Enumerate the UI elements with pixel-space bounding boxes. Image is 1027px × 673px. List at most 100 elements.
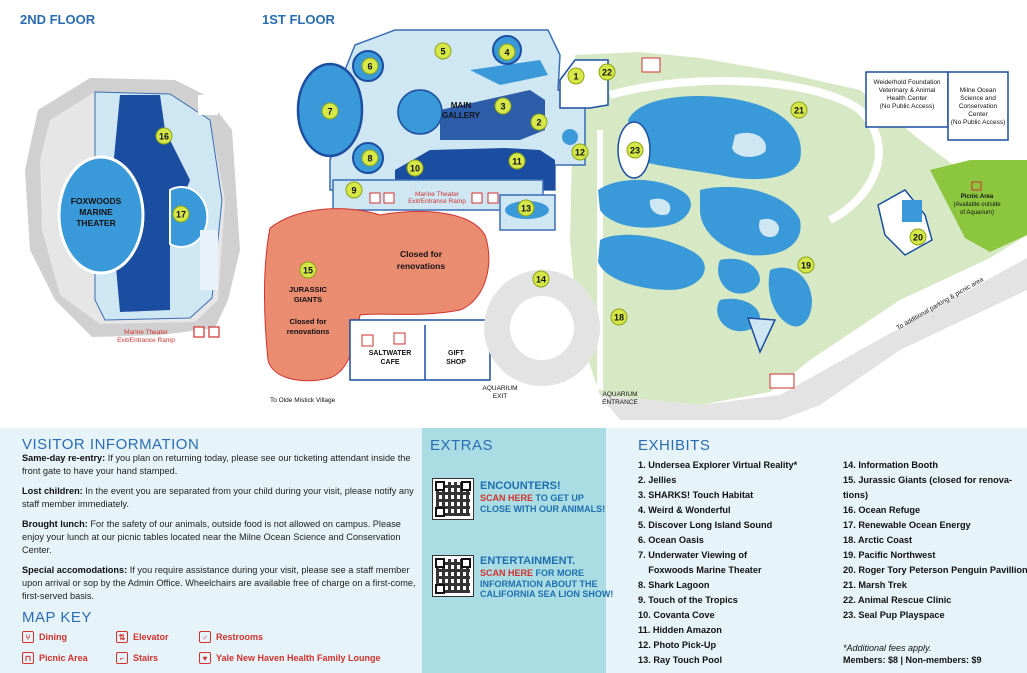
exhibit-item: 17. Renewable Ocean Energy bbox=[843, 520, 971, 530]
exhibit-item: 23. Seal Pup Playspace bbox=[843, 610, 945, 620]
info-reentry: Same-day re-entry: If you plan on return… bbox=[22, 453, 411, 476]
marker-10: 10 bbox=[406, 159, 424, 177]
stairs-icon: ⌐ bbox=[116, 652, 128, 664]
svg-text:MARINE: MARINE bbox=[79, 207, 113, 217]
svg-text:Conservation: Conservation bbox=[959, 103, 998, 110]
svg-text:8: 8 bbox=[367, 154, 372, 164]
marker-4: 4 bbox=[498, 43, 516, 61]
svg-text:Milne Ocean: Milne Ocean bbox=[960, 87, 997, 94]
picnic-area bbox=[930, 160, 1027, 252]
svg-text:Marine Theater: Marine Theater bbox=[415, 191, 460, 198]
foxwoods-theater-label: FOXWOODS MARINE THEATER bbox=[71, 196, 122, 228]
olde-mistick-label: To Olde Mistick Village bbox=[270, 397, 336, 404]
picnic-icon: ⊓ bbox=[22, 652, 34, 664]
svg-text:EXIT: EXIT bbox=[493, 393, 507, 400]
marker-14: 14 bbox=[532, 270, 550, 288]
svg-text:13: 13 bbox=[521, 204, 531, 214]
aquarium-exit-label: AQUARIUM EXIT bbox=[482, 385, 517, 400]
svg-text:3: 3 bbox=[500, 102, 505, 112]
exhibit-item: 10. Covanta Cove bbox=[638, 610, 715, 620]
svg-text:GIANTS: GIANTS bbox=[294, 295, 322, 304]
svg-text:Picnic Area: Picnic Area bbox=[961, 194, 994, 200]
svg-text:22: 22 bbox=[602, 68, 612, 78]
exhibit-item: 12. Photo Pick-Up bbox=[638, 640, 717, 650]
second-floor-title: 2ND FLOOR bbox=[20, 12, 96, 27]
exhibit-item: 3. SHARKS! Touch Habitat bbox=[638, 490, 754, 500]
exhibit-item: 14. Information Booth bbox=[843, 460, 938, 470]
first-floor-title: 1ST FLOOR bbox=[262, 12, 336, 27]
svg-text:14: 14 bbox=[536, 275, 546, 285]
key-elevator: ⇅Elevator bbox=[116, 631, 169, 643]
path-loop bbox=[608, 76, 883, 224]
exhibit-item: 4. Weird & Wonderful bbox=[638, 505, 731, 515]
key-dining: ⑂Dining bbox=[22, 631, 67, 643]
qr-code-encounters[interactable] bbox=[432, 478, 474, 520]
svg-text:renovations: renovations bbox=[397, 261, 445, 271]
marker-8: 8 bbox=[361, 149, 379, 167]
second-floor-plan bbox=[25, 78, 240, 337]
weiderhold-label: Weiderhold Foundation Veterinary & Anima… bbox=[873, 79, 940, 110]
exhibit-item: 18. Arctic Coast bbox=[843, 535, 913, 545]
entertainment-text: SCAN HERE FOR MORE INFORMATION ABOUT THE… bbox=[480, 568, 614, 599]
aquarium-entrance-label: AQUARIUM ENTRANCE bbox=[602, 391, 638, 406]
svg-text:AQUARIUM: AQUARIUM bbox=[482, 385, 517, 392]
map-key-title: MAP KEY bbox=[22, 609, 92, 626]
marker-23: 23 bbox=[626, 141, 644, 159]
dining-icon: ⑂ bbox=[22, 631, 34, 643]
svg-text:18: 18 bbox=[614, 313, 624, 323]
marker-2: 2 bbox=[530, 113, 548, 131]
exhibit-item: 19. Pacific Northwest bbox=[843, 550, 936, 560]
exhibits-list-1: 1. Undersea Explorer Virtual Reality*2. … bbox=[638, 458, 797, 668]
marker-15: 15 bbox=[299, 261, 317, 279]
exhibit-item: 20. Roger Tory Peterson Penguin Pavillio… bbox=[843, 565, 1027, 575]
info-lost-children: Lost children: In the event you are sepa… bbox=[22, 486, 414, 509]
svg-text:THEATER: THEATER bbox=[76, 218, 116, 228]
svg-text:renovations: renovations bbox=[287, 327, 330, 336]
exhibit-item: 11. Hidden Amazon bbox=[638, 625, 722, 635]
svg-text:7: 7 bbox=[327, 107, 332, 117]
exhibit-item: 13. Ray Touch Pool bbox=[638, 655, 723, 665]
extras-panel bbox=[422, 428, 606, 673]
pond-shapes bbox=[598, 96, 812, 332]
marker-17: 17 bbox=[172, 205, 190, 223]
svg-text:(Available outside: (Available outside bbox=[953, 202, 1001, 208]
exhibit-item: 5. Discover Long Island Sound bbox=[638, 520, 773, 530]
svg-text:20: 20 bbox=[913, 233, 923, 243]
exhibits-title: EXHIBITS bbox=[638, 437, 711, 454]
svg-text:of Aquarium): of Aquarium) bbox=[960, 210, 994, 216]
svg-text:GALLERY: GALLERY bbox=[442, 111, 481, 120]
encounters-heading: ENCOUNTERS! bbox=[480, 480, 561, 492]
marker-3: 3 bbox=[494, 97, 512, 115]
exhibit-item: 16. Ocean Refuge bbox=[843, 505, 921, 515]
extras-title: EXTRAS bbox=[430, 437, 494, 454]
svg-text:19: 19 bbox=[801, 261, 811, 271]
closed-renovation-area bbox=[264, 208, 490, 382]
svg-text:Science and: Science and bbox=[960, 95, 996, 102]
exhibit-item: 15. Jurassic Giants (closed for renova- bbox=[843, 475, 1013, 485]
marker-20: 20 bbox=[909, 228, 927, 246]
key-stairs: ⌐Stairs bbox=[116, 652, 158, 664]
svg-text:Closed for: Closed for bbox=[400, 249, 443, 259]
marker-5: 5 bbox=[434, 42, 452, 60]
milne-label: Milne Ocean Science and Conservation Cen… bbox=[951, 87, 1006, 126]
svg-text:JURASSIC: JURASSIC bbox=[289, 285, 328, 294]
fees-note: *Additional fees apply. Members: $8 | No… bbox=[843, 643, 982, 665]
aquarium-map: 2ND FLOOR 1ST FLOOR FOXWOODS MARINE THEA… bbox=[20, 12, 1027, 420]
key-picnic: ⊓Picnic Area bbox=[22, 652, 88, 664]
svg-text:23: 23 bbox=[630, 146, 640, 156]
svg-text:4: 4 bbox=[504, 48, 509, 58]
visitor-info-title: VISITOR INFORMATION bbox=[22, 436, 200, 453]
marker-9: 9 bbox=[345, 181, 363, 199]
walkway bbox=[600, 258, 1027, 420]
svg-text:Marine Theater: Marine Theater bbox=[124, 329, 169, 336]
stairs-icon bbox=[208, 326, 220, 338]
exhibit-item: 8. Shark Lagoon bbox=[638, 580, 710, 590]
weiderhold-building bbox=[865, 71, 949, 128]
svg-text:16: 16 bbox=[159, 132, 169, 142]
qr-code-entertainment[interactable] bbox=[432, 555, 474, 597]
main-gallery-label: MAIN GALLERY bbox=[442, 101, 481, 120]
svg-text:CAFE: CAFE bbox=[380, 359, 399, 366]
marker-12: 12 bbox=[571, 143, 589, 161]
encounters-text: SCAN HERE TO GET UP CLOSE WITH OUR ANIMA… bbox=[480, 493, 606, 514]
saltwater-cafe-label: SALTWATER CAFE bbox=[369, 350, 412, 366]
